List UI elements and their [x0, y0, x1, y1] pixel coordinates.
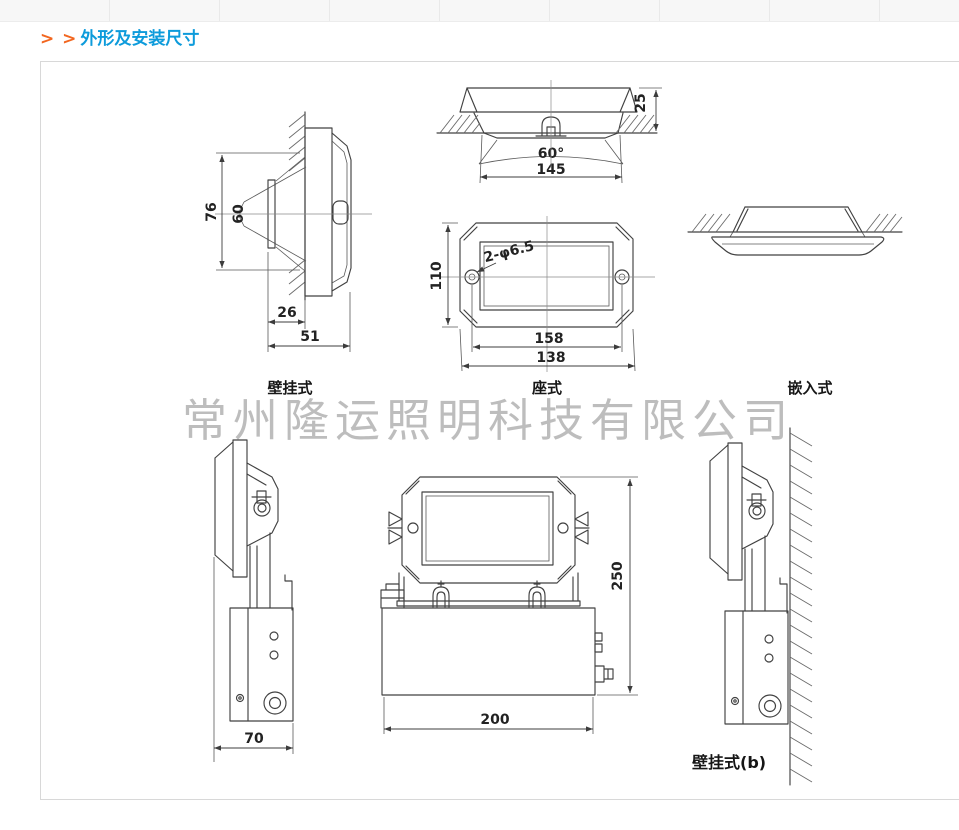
view-recessed: [687, 206, 903, 256]
ceiling-hatch-right: [691, 213, 903, 233]
dim-138: 138: [536, 350, 565, 366]
dim-70: 70: [244, 731, 264, 747]
label-recessed: 嵌入式: [787, 379, 833, 397]
dim-25: 25: [633, 93, 649, 112]
view-side-wall-mounted: 76 60 26 51: [204, 111, 372, 352]
view-ceiling-section: 60° 25 145: [436, 80, 662, 184]
label-wall-mounted-b: 壁挂式(b): [692, 753, 767, 772]
view-side-b-left: 70: [213, 439, 294, 762]
header-arrows-icon: > >: [40, 29, 78, 49]
view-side-b-right: [709, 427, 813, 786]
wall-hatch-right: [789, 432, 813, 783]
wall-hatch: [288, 113, 306, 296]
terminal-left: [380, 583, 405, 609]
dim-200: 200: [480, 712, 509, 728]
view-front-b: 250 200: [380, 476, 638, 734]
dim-145: 145: [536, 162, 565, 178]
dim-250: 250: [610, 561, 626, 590]
dim-26: 26: [277, 305, 296, 321]
ceiling-hatch: [439, 114, 657, 134]
page-title: 外形及安装尺寸: [80, 29, 200, 49]
top-nav-strip: [0, 0, 959, 22]
view-front-seat: 2-φ6.5 110 158 138: [429, 216, 655, 372]
dim-60: 60: [231, 204, 247, 224]
dim-51: 51: [300, 329, 319, 345]
cable-gland: [594, 665, 614, 683]
dim-110: 110: [429, 261, 445, 290]
dim-158: 158: [534, 331, 563, 347]
label-seat: 座式: [531, 379, 563, 397]
wing-knob-left: [387, 511, 403, 545]
drawing-panel: [40, 61, 959, 800]
watermark-text: 常州隆运照明科技有限公司: [182, 394, 795, 447]
wing-knob-right: [574, 511, 590, 545]
label-wall-mounted: 壁挂式: [267, 379, 313, 397]
section-header: > >外形及安装尺寸: [40, 24, 199, 49]
dim-76: 76: [204, 202, 220, 221]
